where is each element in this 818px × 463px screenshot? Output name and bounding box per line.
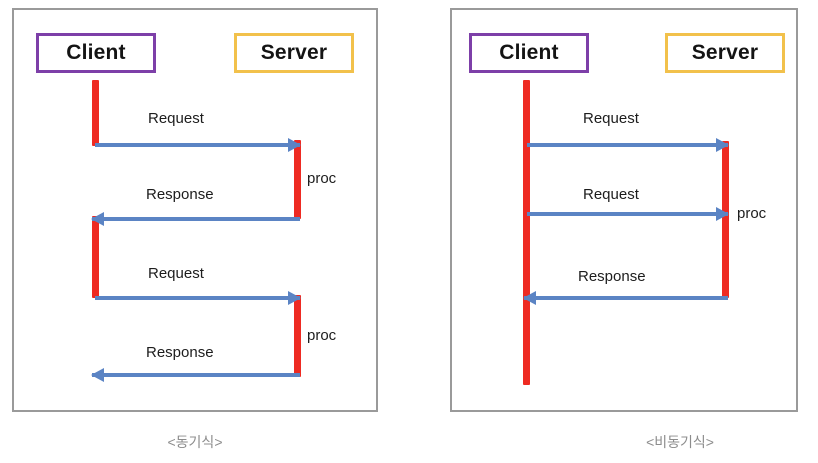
caption-synchronous: <동기식> (167, 434, 223, 450)
arrow-head-right-icon (716, 138, 729, 152)
proc-label-async: proc (737, 205, 767, 222)
actor-box-client-async: Client (469, 33, 589, 73)
activation-bar-server-sync-2 (294, 295, 301, 377)
proc-label-sync-1: proc (307, 170, 337, 187)
arrow-line (95, 296, 300, 300)
actor-box-client-sync: Client (36, 33, 156, 73)
actor-label-client-sync: Client (66, 41, 126, 64)
proc-label-sync-2: proc (307, 327, 337, 344)
arrow-line (95, 143, 300, 147)
arrow-line (524, 296, 728, 300)
activation-bar-client-sync-2 (92, 216, 99, 298)
message-label-async-1: Request (583, 110, 639, 127)
arrow-head-right-icon (288, 138, 301, 152)
panel-asynchronous (450, 8, 798, 412)
caption-asynchronous: <비동기식> (646, 434, 714, 450)
message-arrow-async-2 (527, 207, 729, 221)
activation-bar-server-sync-1 (294, 140, 301, 219)
arrow-head-left-icon (91, 368, 104, 382)
message-label-async-3: Response (578, 268, 646, 285)
message-label-sync-1: Request (148, 110, 204, 127)
activation-bar-client-sync-1 (92, 80, 99, 146)
arrow-line (92, 217, 300, 221)
arrow-head-right-icon (288, 291, 301, 305)
arrow-head-left-icon (523, 291, 536, 305)
message-arrow-async-1 (527, 138, 729, 152)
actor-label-server-sync: Server (260, 41, 328, 64)
arrow-line (92, 373, 300, 377)
actor-box-server-sync: Server (234, 33, 354, 73)
message-label-sync-4: Response (146, 344, 214, 361)
arrow-line (527, 143, 728, 147)
activation-bar-client-async (523, 80, 530, 385)
message-label-sync-3: Request (148, 265, 204, 282)
actor-label-server-async: Server (691, 41, 759, 64)
message-arrow-sync-2 (91, 212, 300, 226)
message-label-sync-2: Response (146, 186, 214, 203)
message-arrow-sync-4 (91, 368, 300, 382)
actor-box-server-async: Server (665, 33, 785, 73)
message-arrow-sync-1 (95, 138, 301, 152)
arrow-head-right-icon (716, 207, 729, 221)
message-arrow-sync-3 (95, 291, 301, 305)
arrow-line (527, 212, 728, 216)
message-arrow-async-3 (523, 291, 728, 305)
message-label-async-2: Request (583, 186, 639, 203)
arrow-head-left-icon (91, 212, 104, 226)
actor-label-client-async: Client (499, 41, 559, 64)
panel-synchronous (12, 8, 378, 412)
